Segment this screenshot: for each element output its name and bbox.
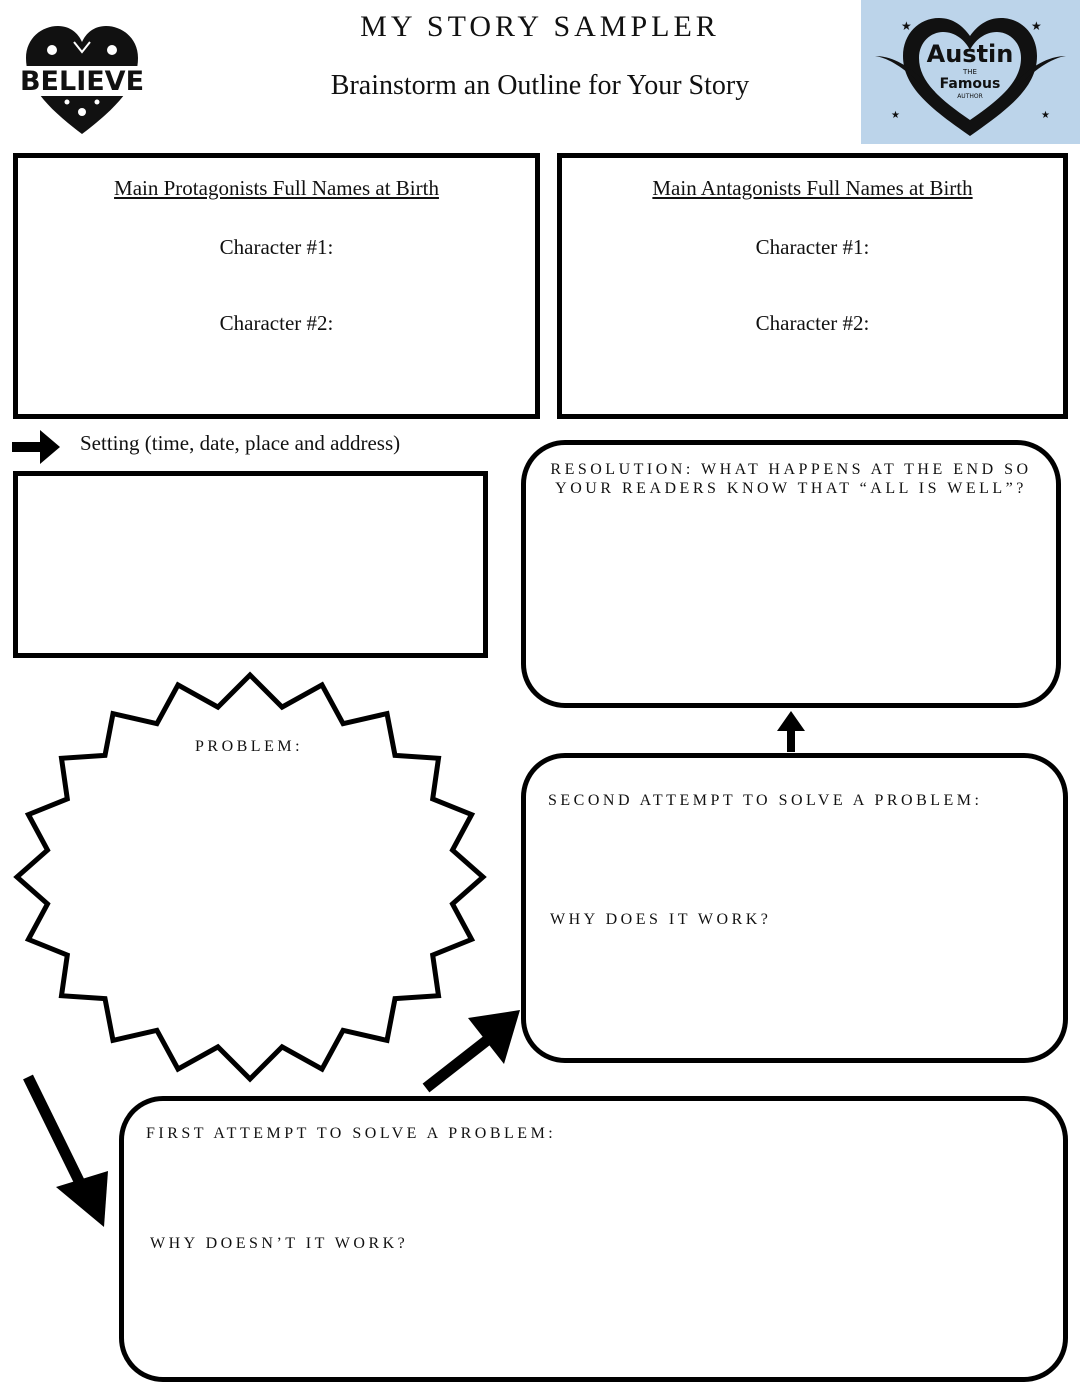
believe-logo-text: BELIEVE [20, 66, 144, 97]
author-logo-famous: Famous [940, 76, 1001, 92]
resolution-box[interactable]: RESOLUTION: WHAT HAPPENS AT THE END SO Y… [521, 440, 1061, 708]
author-logo-author: AUTHOR [957, 93, 983, 100]
svg-text:★: ★ [901, 19, 912, 33]
protagonists-box[interactable]: Main Protagonists Full Names at Birth Ch… [13, 153, 540, 419]
antagonist-character-2-label: Character #2: [755, 311, 870, 335]
page-title: MY STORY SAMPLER [360, 10, 720, 43]
protagonist-character-1-label: Character #1: [219, 235, 334, 259]
svg-text:★: ★ [891, 110, 900, 121]
setting-label: Setting (time, date, place and address) [80, 431, 401, 455]
first-attempt-box[interactable]: FIRST ATTEMPT TO SOLVE A PROBLEM: WHY DO… [119, 1096, 1068, 1382]
second-attempt-label: SECOND ATTEMPT TO SOLVE A PROBLEM: [548, 792, 983, 809]
heart-logo-icon: BELIEVE [20, 26, 144, 134]
arrow-up-right-icon [422, 1010, 520, 1093]
arrow-up-icon [777, 711, 805, 752]
quill-heart-logo-icon: ★ ★ ★ ★ Austin THE Famous AUTHOR [875, 18, 1066, 136]
page-subtitle: Brainstorm an Outline for Your Story [330, 70, 750, 101]
antagonists-box[interactable]: Main Antagonists Full Names at Birth Cha… [557, 153, 1068, 419]
protagonists-heading: Main Protagonists Full Names at Birth [114, 176, 439, 200]
author-logo-name: Austin [927, 40, 1014, 68]
author-logo: ★ ★ ★ ★ Austin THE Famous AUTHOR [861, 0, 1080, 144]
arrow-right-icon [12, 430, 60, 464]
antagonist-character-1-label: Character #1: [755, 235, 870, 259]
svg-text:★: ★ [1031, 19, 1042, 33]
svg-text:★: ★ [1041, 110, 1050, 121]
problem-burst-shape[interactable] [12, 671, 488, 1083]
antagonists-heading: Main Antagonists Full Names at Birth [652, 176, 973, 200]
second-attempt-box[interactable]: SECOND ATTEMPT TO SOLVE A PROBLEM: WHY D… [521, 753, 1068, 1063]
resolution-line-2: YOUR READERS KNOW THAT “ALL IS WELL”? [555, 480, 1027, 497]
resolution-line-1: RESOLUTION: WHAT HAPPENS AT THE END SO [550, 461, 1032, 478]
problem-label: PROBLEM: [195, 738, 304, 755]
author-logo-the: THE [962, 68, 977, 76]
first-attempt-label: FIRST ATTEMPT TO SOLVE A PROBLEM: [146, 1125, 557, 1142]
protagonist-character-2-label: Character #2: [219, 311, 334, 335]
first-attempt-question: WHY DOESN’T IT WORK? [150, 1235, 409, 1252]
arrow-down-right-icon [23, 1074, 108, 1227]
second-attempt-question: WHY DOES IT WORK? [550, 911, 772, 928]
setting-box[interactable] [13, 471, 488, 658]
